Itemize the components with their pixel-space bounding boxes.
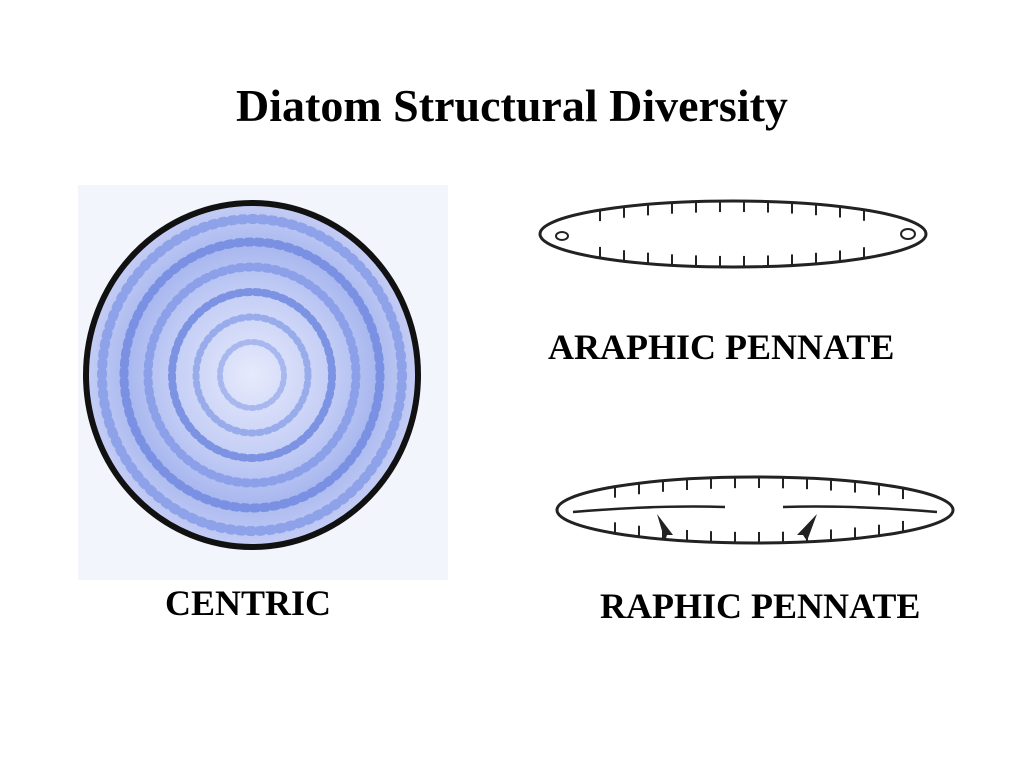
raphe-left-arrow [657, 514, 673, 541]
araphic-right-pore [900, 228, 916, 240]
centric-striae-rings [97, 214, 407, 536]
raphic-pennate-figure [555, 475, 955, 545]
raphic-pennate-label: RAPHIC PENNATE [600, 586, 921, 626]
centric-valve [88, 205, 416, 545]
raphe-left-branch [572, 505, 726, 514]
raphic-striae [614, 477, 904, 543]
raphe-right-arrow [797, 514, 817, 541]
araphic-left-pore [555, 231, 569, 241]
araphic-valve-outline [538, 199, 928, 269]
centric-rim [83, 200, 421, 550]
raphe-right-branch [782, 505, 938, 514]
centric-label: CENTRIC [165, 583, 332, 623]
central-nodule-mark [743, 495, 759, 525]
araphic-pennate-label: ARAPHIC PENNATE [548, 327, 895, 367]
slide-title: Diatom Structural Diversity [236, 80, 788, 131]
centric-diatom-figure [78, 185, 448, 580]
araphic-pennate-figure [538, 199, 928, 269]
araphic-striae [599, 201, 865, 267]
